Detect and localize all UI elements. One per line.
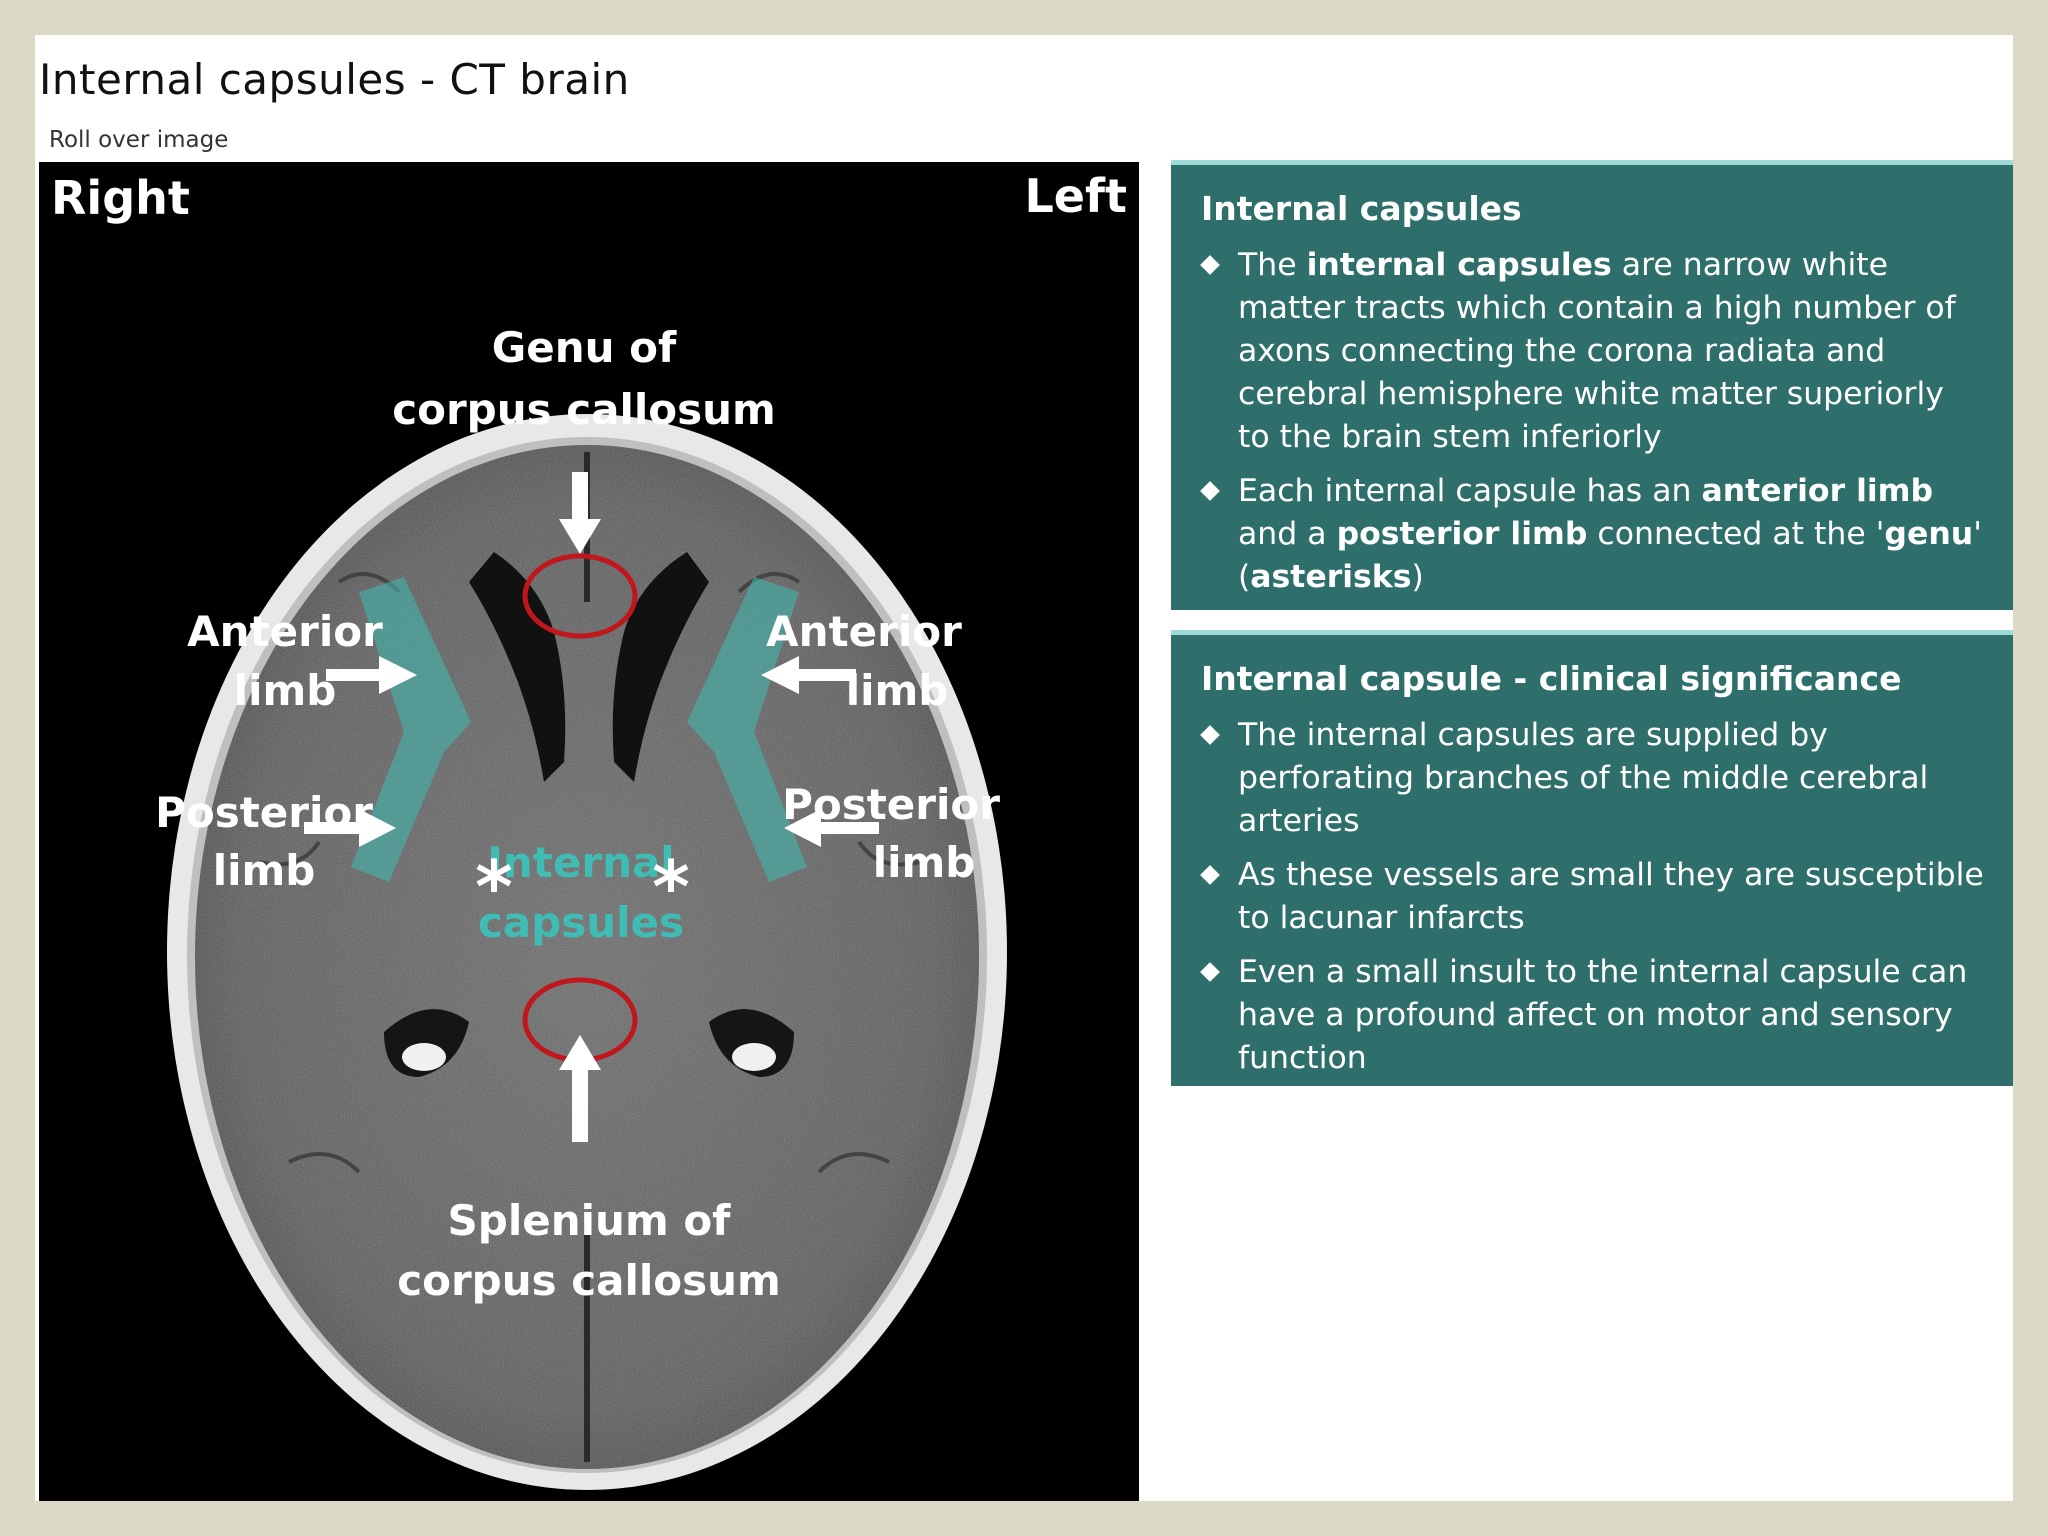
bullet-item: The internal capsules are narrow white m… <box>1200 244 1985 459</box>
bullet-item: The internal capsules are supplied by pe… <box>1200 714 1985 843</box>
diamond-bullet-icon <box>1200 962 1220 982</box>
box-title: Internal capsule - clinical significance <box>1201 659 1902 698</box>
internal-capsules-label-1: Internal <box>487 838 674 887</box>
posterior-left-label-2: limb <box>873 838 976 887</box>
genu-circle <box>522 553 638 639</box>
anterior-right-arrow <box>326 656 417 694</box>
right-internal-capsule <box>351 577 471 882</box>
genu-label-1: Genu of <box>492 323 677 372</box>
box-title: Internal capsules <box>1201 189 1522 228</box>
posterior-right-label-1: Posterior <box>155 788 373 837</box>
posterior-right-label-2: limb <box>213 846 316 895</box>
splenium-arrow <box>559 1035 601 1142</box>
ct-illustration: Right Left Genu of corpus callosum Anter… <box>51 169 1127 1490</box>
anterior-right-label-2: limb <box>234 666 337 715</box>
left-internal-capsule <box>687 577 807 882</box>
diamond-bullet-icon <box>1200 865 1220 885</box>
anterior-right-label-1: Anterior <box>187 607 383 656</box>
arrows <box>304 472 879 1142</box>
clinical-significance-info-box: Internal capsule - clinical significance… <box>1171 630 2013 1086</box>
ct-brain-image[interactable]: Right Left Genu of corpus callosum Anter… <box>39 162 1139 1501</box>
internal-capsules-label-2: capsules <box>478 898 684 947</box>
genu-label-2: corpus callosum <box>392 385 776 434</box>
anterior-left-label-1: Anterior <box>766 607 962 656</box>
diamond-bullet-icon <box>1200 725 1220 745</box>
right-genu-asterisk: * <box>475 845 513 929</box>
slide-page: Internal capsules - CT brain Roll over i… <box>35 35 2013 1501</box>
splenium-label-1: Splenium of <box>448 1196 732 1245</box>
splenium-label-2: corpus callosum <box>397 1256 781 1305</box>
page-title: Internal capsules - CT brain <box>39 55 630 104</box>
posterior-left-arrow <box>784 809 879 847</box>
posterior-right-arrow <box>304 809 396 847</box>
bullet-list: The internal capsules are supplied by pe… <box>1200 714 1985 1080</box>
bullet-list: The internal capsules are narrow white m… <box>1200 244 1985 599</box>
internal-capsules-info-box: Internal capsules The internal capsules … <box>1171 160 2013 610</box>
orientation-left: Left <box>1024 169 1127 223</box>
anterior-left-arrow <box>761 656 856 694</box>
diamond-bullet-icon <box>1200 481 1220 501</box>
left-genu-asterisk: * <box>652 845 690 929</box>
bullet-item: As these vessels are small they are susc… <box>1200 854 1985 940</box>
diamond-bullet-icon <box>1200 255 1220 275</box>
genu-arrow <box>559 472 601 554</box>
anterior-left-label-2: limb <box>846 666 949 715</box>
roll-over-instruction: Roll over image <box>49 127 229 153</box>
bullet-item: Even a small insult to the internal caps… <box>1200 951 1985 1080</box>
posterior-left-label-1: Posterior <box>782 780 1000 829</box>
lateral-ventricles <box>469 552 566 782</box>
orientation-right: Right <box>51 171 190 225</box>
bullet-item: Each internal capsule has an anterior li… <box>1200 470 1985 599</box>
